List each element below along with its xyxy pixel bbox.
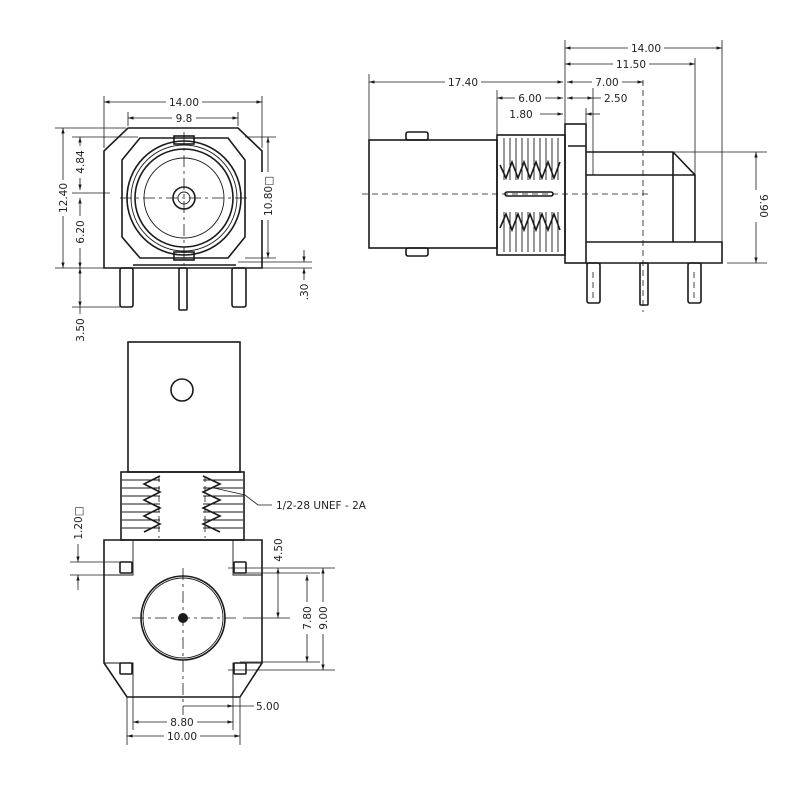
dim-front-height-upper: 4.84 — [75, 150, 87, 174]
dim-bottom-pin-pitch: 8.80 — [170, 717, 193, 729]
dim-side-length-total: 14.00 — [631, 43, 661, 55]
dim-bottom-pin-spacing-inner: 7.80 — [302, 606, 314, 629]
dim-side-barrel-length: 17.40 — [448, 77, 478, 89]
dim-side-pin-offset: 7.00 — [595, 77, 618, 89]
dim-front-width-total: 14.00 — [169, 97, 199, 109]
dim-side-flange-thickness: 1.80 — [509, 109, 532, 121]
tube-hole — [170, 378, 194, 402]
dim-bottom-body-width: 10.00 — [167, 731, 197, 743]
dim-front-height-total: 12.40 — [58, 183, 70, 213]
front-view: 14.00 9.8 12.40 4.84 6.20 3.50 10.80□ .3… — [55, 95, 312, 342]
dim-front-height-lower: 6.20 — [75, 220, 87, 243]
side-body — [586, 151, 723, 264]
dim-side-flange-offset: 2.50 — [604, 93, 627, 105]
tube — [127, 341, 241, 473]
dim-side-length-chamfer: 11.50 — [616, 59, 646, 71]
side-view: 14.00 11.50 17.40 7.00 6.00 2.50 1.80 9.… — [362, 40, 769, 312]
dim-side-thread-length: 6.00 — [518, 93, 541, 105]
dim-bottom-pin-spacing-outer: 9.00 — [318, 606, 330, 629]
dim-front-pin-length: 3.50 — [75, 318, 87, 341]
front-inner-octagon — [121, 137, 246, 259]
front-pins — [119, 267, 247, 311]
dim-bottom-pad-size: 1.20□ — [73, 506, 85, 539]
bottom-thread — [120, 471, 245, 541]
bottom-view: 1/2-28 UNEF - 2A 1.20□ 4.50 7.80 9.00 5.… — [70, 341, 367, 745]
dim-bottom-pin-row-offset: 4.50 — [273, 538, 285, 561]
side-pins — [586, 262, 702, 306]
thread-spec-label: 1/2-28 UNEF - 2A — [276, 500, 367, 512]
dim-front-square-size: 10.80□ — [263, 176, 275, 216]
dim-front-standoff: .30 — [299, 284, 311, 301]
dim-side-height: 9.90 — [757, 194, 769, 217]
dim-front-width-inner: 9.8 — [176, 113, 193, 125]
dim-bottom-center-offset: 5.00 — [256, 701, 279, 713]
flange — [564, 123, 587, 264]
thread-section — [496, 134, 566, 256]
